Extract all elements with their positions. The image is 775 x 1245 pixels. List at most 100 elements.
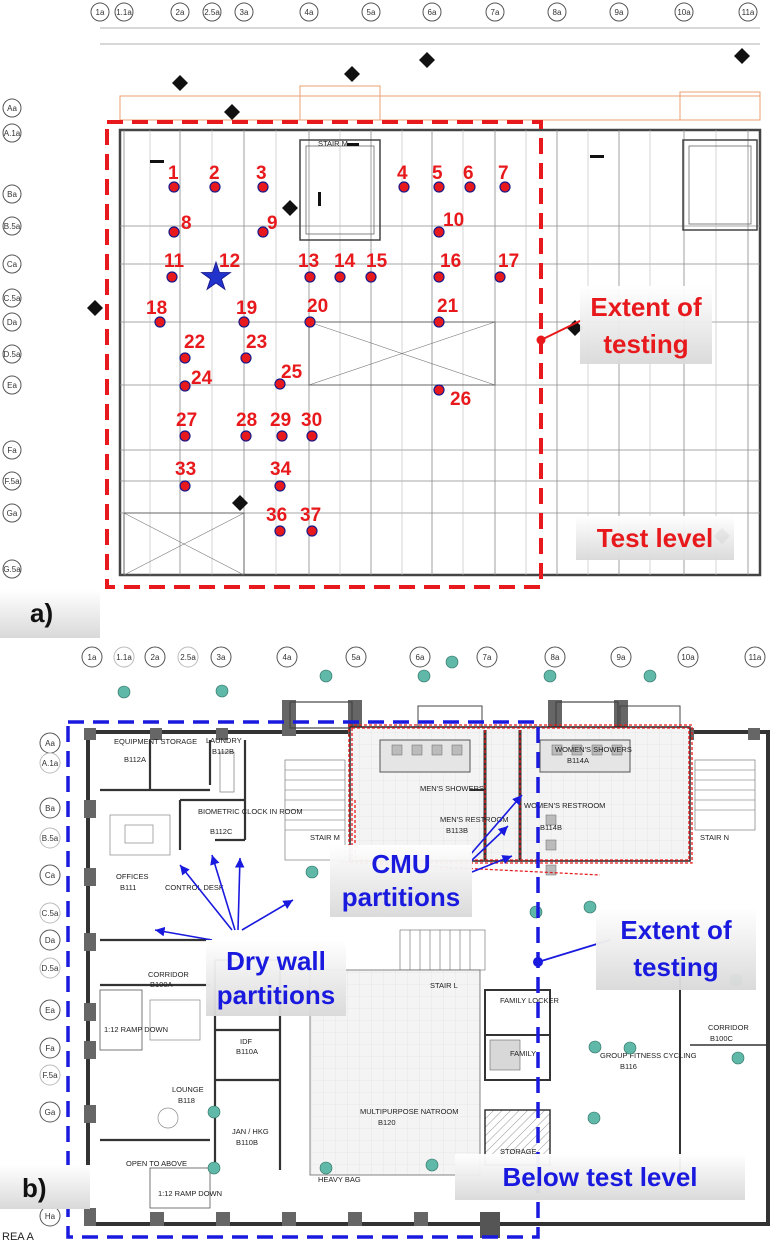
grid-col-label: 1a — [88, 653, 97, 662]
extent-b-line1: Extent of — [620, 915, 732, 945]
test-point: 7 — [498, 163, 511, 193]
grid-col-label: 1.1a — [116, 653, 132, 662]
room-heavy-bag: HEAVY BAG — [318, 1175, 361, 1184]
svg-text:15: 15 — [366, 251, 388, 272]
room-womens-restroom-no: B114B — [540, 823, 562, 832]
room-stair-l: STAIR L — [430, 981, 458, 990]
grid-row-label: Ba — [7, 190, 17, 199]
grid-row-label: B.5a — [42, 834, 59, 843]
extent-label-line2: testing — [603, 329, 688, 359]
room-multipurpose: MULTIPURPOSE NATROOM — [360, 1107, 458, 1116]
room-offices-no: B111 — [120, 883, 136, 892]
svg-text:16: 16 — [440, 251, 461, 272]
grid-row-label: C.5a — [4, 294, 21, 303]
drywall-label-line1: Dry wall — [226, 946, 326, 976]
grid-row-label: G.5a — [3, 565, 21, 574]
room-corridor: CORRIDOR — [148, 970, 189, 979]
grid-col-label: 2.5a — [204, 8, 220, 17]
extent-b-line2: testing — [633, 952, 718, 982]
panel-a-plan: STAIR M — [87, 27, 762, 577]
test-point: 29 — [270, 410, 291, 442]
svg-text:34: 34 — [270, 459, 292, 480]
room-stair-m: STAIR M — [310, 833, 340, 842]
room-idf: IDF — [240, 1037, 253, 1046]
test-point: 11 — [164, 251, 185, 283]
test-point: 1 — [168, 163, 180, 193]
grid-col-label: 8a — [551, 653, 560, 662]
grid-col-label: 3a — [217, 653, 226, 662]
room-area-a: REA A — [2, 1231, 34, 1243]
test-point: 18 — [146, 298, 167, 328]
grid-row-label: Ca — [7, 260, 18, 269]
room-idf-no: B110A — [236, 1047, 258, 1056]
grid-col-label: 10a — [681, 653, 695, 662]
grid-row-label: Ga — [7, 509, 18, 518]
svg-text:26: 26 — [450, 389, 471, 410]
test-point: 36 — [266, 505, 287, 537]
grid-col-label: 5a — [367, 8, 376, 17]
test-point: 22 — [179, 332, 205, 364]
room-womens-showers: WOMEN'S SHOWERS — [555, 745, 632, 754]
test-point: 24 — [179, 368, 213, 392]
test-point: 34 — [270, 459, 292, 492]
svg-text:7: 7 — [498, 163, 509, 184]
svg-text:37: 37 — [300, 505, 321, 526]
test-point: 37 — [300, 505, 321, 537]
room-group-fitness-no: B116 — [620, 1062, 637, 1071]
svg-text:5: 5 — [432, 163, 443, 184]
room-mens-showers: MEN'S SHOWERS — [420, 784, 484, 793]
grid-col-label: 6a — [428, 8, 437, 17]
grid-row-label: Aa — [45, 739, 55, 748]
grid-row-label: D.5a — [4, 350, 21, 359]
grid-col-label: 2a — [151, 653, 160, 662]
test-point: 9 — [257, 213, 278, 238]
drywall-partitions-callout: Dry wall partitions — [154, 854, 346, 1016]
svg-text:21: 21 — [437, 296, 459, 317]
test-point: 2 — [209, 163, 221, 193]
svg-text:12: 12 — [219, 251, 240, 272]
room-mens-restroom-no: B113B — [446, 826, 468, 835]
room-family: FAMILY — [510, 1049, 536, 1058]
svg-text:13: 13 — [298, 251, 319, 272]
room-ramp-down-2: 1:12 RAMP DOWN — [158, 1189, 222, 1198]
panel-b-extent-callout: Extent of testing — [533, 908, 756, 990]
room-lounge-no: B118 — [178, 1096, 195, 1105]
test-point: 26 — [433, 384, 471, 410]
stairs — [284, 759, 756, 971]
panel-a-label: a) — [0, 590, 100, 638]
room-laundry-no: B112B — [212, 747, 234, 756]
test-point: 8 — [168, 213, 192, 238]
room-laundry: LAUNDRY — [206, 736, 242, 745]
drywall-label-line2: partitions — [217, 980, 335, 1010]
grid-row-label: Ca — [45, 871, 56, 880]
panel-b-column-bubbles: 1a 1.1a 2a 2.5a 3a 4a 5a 6a 7a 8a 9a 10a… — [81, 646, 766, 668]
panel-a-column-bubbles: 1a 1.1a 2a 2.5a 3a 4a 5a 6a 7a 8a 9a 10a… — [90, 2, 758, 22]
grid-row-label: Ba — [45, 804, 55, 813]
grid-col-label: 4a — [305, 8, 314, 17]
room-corridor-right: CORRIDOR — [708, 1023, 749, 1032]
grid-row-label: Ha — [45, 1212, 56, 1221]
svg-text:36: 36 — [266, 505, 287, 526]
panel-a-extent-callout: Extent of testing — [580, 286, 712, 364]
grid-col-label: 7a — [491, 8, 500, 17]
grid-col-label: 11a — [749, 653, 762, 662]
room-group-fitness: GROUP FITNESS CYCLING — [600, 1051, 697, 1060]
grid-col-label: 1a — [96, 8, 105, 17]
grid-row-label: Fa — [7, 446, 17, 455]
grid-row-label: Da — [45, 936, 56, 945]
svg-text:9: 9 — [267, 213, 278, 234]
grid-row-label: A.1a — [42, 759, 59, 768]
room-biometric: BIOMETRIC CLOCK IN ROOM — [198, 807, 303, 816]
svg-text:10: 10 — [443, 210, 464, 231]
stair-m-label: STAIR M — [318, 139, 348, 148]
svg-text:Test level: Test level — [597, 523, 714, 553]
room-storage: STORAGE — [500, 1147, 537, 1156]
test-point: 16 — [433, 251, 461, 283]
svg-text:28: 28 — [236, 410, 257, 431]
grid-row-label: Aa — [7, 104, 17, 113]
room-biometric-no: B112C — [210, 827, 233, 836]
grid-col-label: 9a — [617, 653, 626, 662]
svg-text:a): a) — [30, 598, 53, 628]
panel-a-extent-boundary — [105, 120, 543, 589]
